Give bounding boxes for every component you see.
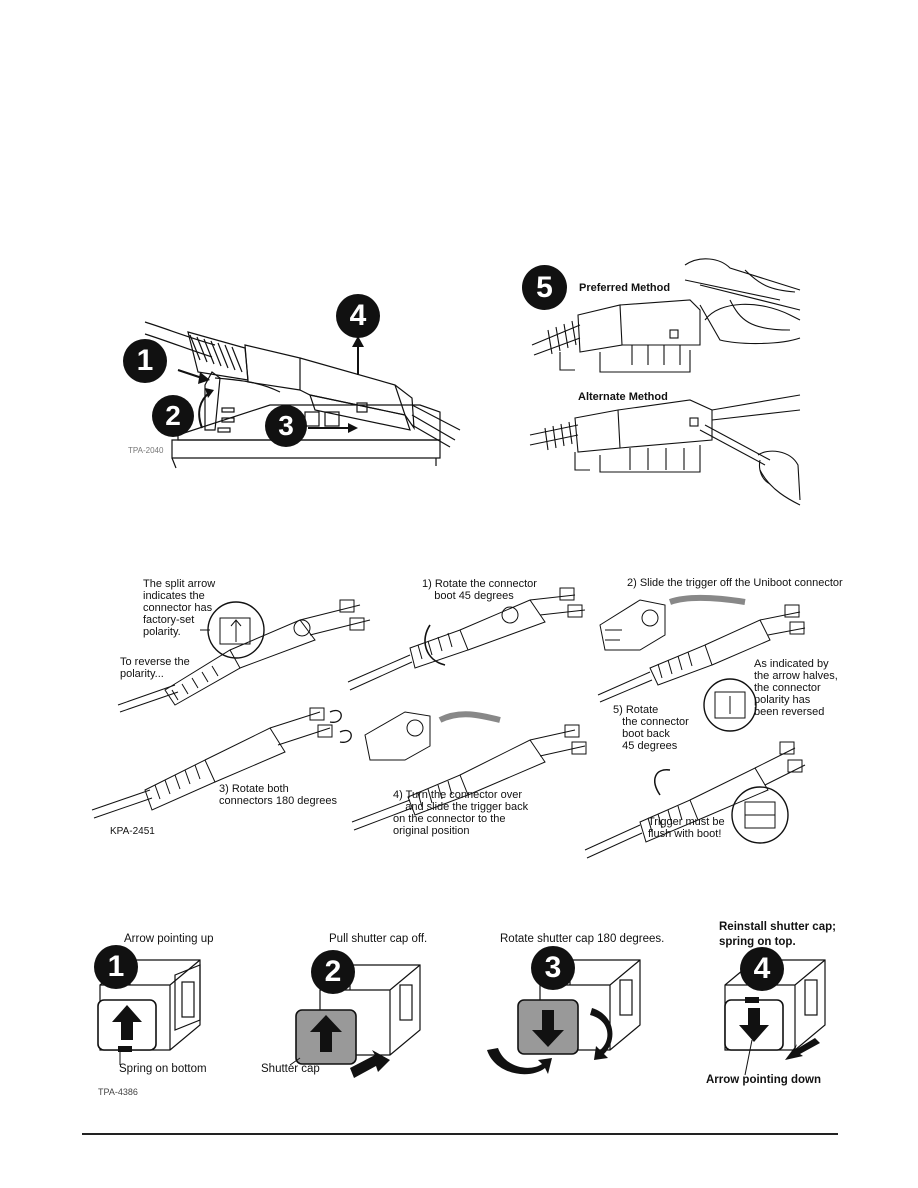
step-1-badge: 1 xyxy=(123,339,167,383)
cap-step-3-badge: 3 xyxy=(531,946,575,990)
alternate-method-label: Alternate Method xyxy=(578,391,668,403)
cap-step-2-badge: 2 xyxy=(311,950,355,994)
step-rotate-back: 5) Rotate the connector boot back 45 deg… xyxy=(613,704,689,752)
caption-rotate-cap: Rotate shutter cap 180 degrees. xyxy=(500,933,665,945)
step-3-badge: 3 xyxy=(265,405,307,447)
step-turn-connector: 4) Turn the connector over and slide the… xyxy=(393,789,529,837)
figure-code-bottom: TPA-4386 xyxy=(98,1087,138,1097)
reverse-polarity-note: To reverse the polarity... xyxy=(120,656,190,680)
label-arrow-down: Arrow pointing down xyxy=(706,1074,821,1086)
figure-code-middle: KPA-2451 xyxy=(110,826,155,837)
label-spring-bottom: Spring on bottom xyxy=(119,1063,207,1075)
step-4-badge: 4 xyxy=(336,294,380,338)
step-rotate-boot: 1) Rotate the connector boot 45 degrees xyxy=(422,578,537,602)
caption-pull-cap: Pull shutter cap off. xyxy=(329,933,428,945)
cap-step-1-badge: 1 xyxy=(94,945,138,989)
step-slide-trigger: 2) Slide the trigger off the Uniboot con… xyxy=(627,577,843,589)
step-5-badge: 5 xyxy=(522,265,567,310)
footer-rule xyxy=(82,1133,838,1135)
step-rotate-connectors: 3) Rotate both connectors 180 degrees xyxy=(219,783,338,807)
polarity-reversed-note: As indicated by the arrow halves, the co… xyxy=(754,658,838,718)
step-2-badge: 2 xyxy=(152,395,194,437)
label-shutter-cap: Shutter cap xyxy=(261,1063,320,1075)
preferred-method-label: Preferred Method xyxy=(579,282,671,294)
cap-step-4-badge: 4 xyxy=(740,947,784,991)
caption-reinstall-cap: Reinstall shutter cap; spring on top. xyxy=(719,921,836,948)
split-arrow-note: The split arrow indicates the connector … xyxy=(143,578,216,638)
figure-code-top-left: TPA-2040 xyxy=(128,446,164,455)
trigger-flush-note: Trigger must be flush with boot! xyxy=(648,816,725,840)
caption-arrow-up: Arrow pointing up xyxy=(124,933,214,945)
